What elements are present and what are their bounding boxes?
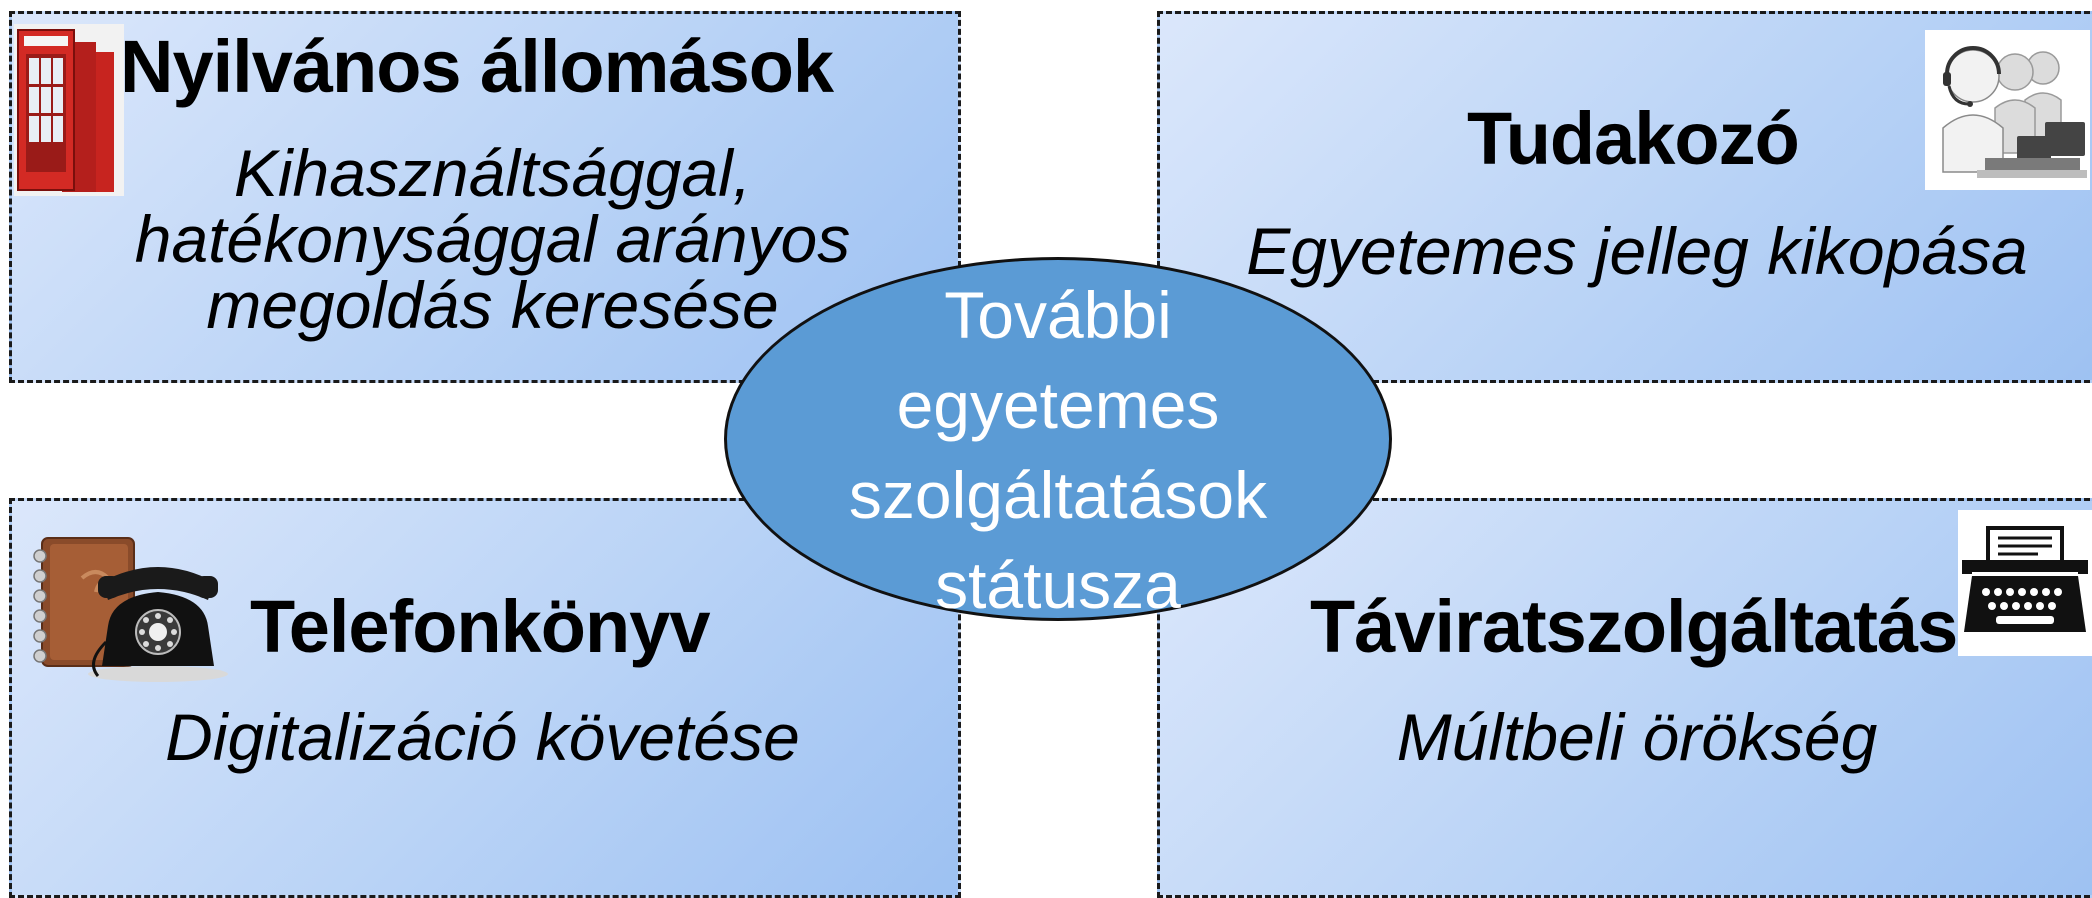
center-label-line-1: További (944, 278, 1172, 352)
quadrant-telegram-service (1157, 498, 2092, 898)
center-label-line-3: szolgáltatások (848, 458, 1268, 532)
typewriter-icon (1958, 510, 2092, 656)
center-label: További egyetemes szolgáltatások státusz… (724, 270, 1392, 630)
quadrant-phonebook (9, 498, 961, 898)
directory-enquiry-subtitle: Egyetemes jelleg kikopása (1246, 214, 2028, 288)
phone-booth-icon (14, 24, 124, 196)
phonebook-title: Telefonkönyv (250, 585, 710, 668)
telegram-service-title: Táviratszolgáltatás (1310, 585, 1958, 668)
public-stations-subtitle-line-3: megoldás keresése (206, 268, 779, 342)
public-stations-title: Nyilvános állomások (120, 25, 834, 108)
telegram-service-subtitle: Múltbeli örökség (1396, 700, 1878, 774)
phonebook-telephone-icon (33, 537, 228, 682)
center-label-line-2: egyetemes (896, 368, 1220, 442)
center-ellipse (724, 257, 1392, 621)
phonebook-subtitle: Digitalizáció követése (165, 700, 800, 774)
public-stations-subtitle-line-2: hatékonysággal arányos (134, 202, 851, 276)
directory-enquiry-title: Tudakozó (1467, 97, 1800, 180)
center-label-line-4: státusza (935, 548, 1181, 622)
call-center-headset-icon (1925, 30, 2090, 190)
public-stations-subtitle-line-1: Kihasználtsággal, (233, 136, 752, 210)
public-stations-subtitle: Kihasználtsággal, hatékonysággal arányos… (0, 140, 985, 338)
